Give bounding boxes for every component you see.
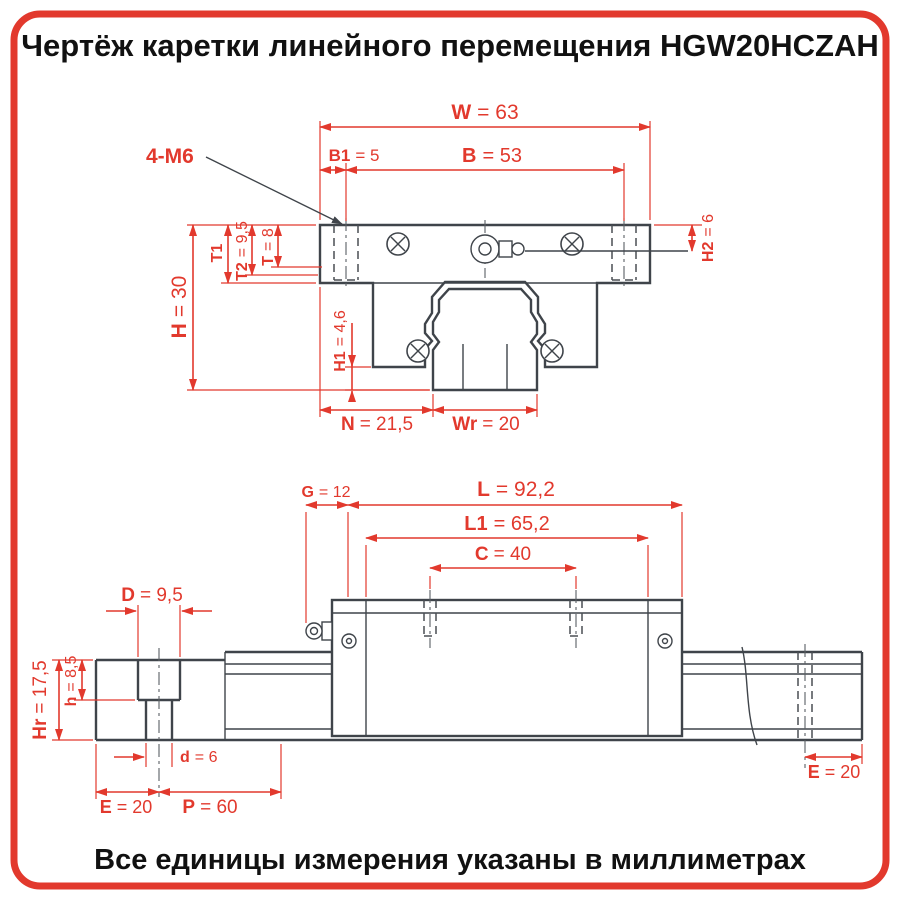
dim-h2: H2= 6 [654,214,717,262]
rail-profile [431,287,539,392]
dim-wr-label: Wr= 20 [452,414,520,435]
page-title: Чертёж каретки линейного перемещения HGW… [21,28,878,63]
carriage-front-outline [318,223,652,369]
dim-d-hole-label: d= 6 [180,749,218,766]
dim-h-depth: h= 8,5 [63,655,135,706]
side-view-part [94,590,864,797]
dim-h-label: H= 30 [168,276,191,339]
screw-icon [386,232,410,256]
dim-t-label: T= 8 [260,228,277,266]
dim-d-counterbore: D= 9,5 [106,585,212,657]
cap-screw-icon [657,633,673,649]
dim-d-counterbore-label: D= 9,5 [121,585,183,606]
dim-d-hole: d= 6 [114,743,218,767]
dim-h2-label: H2= 6 [700,214,717,262]
front-view-part [318,218,688,392]
dim-t1: T1 [209,224,316,284]
cap-screw-icon [341,633,357,649]
page-border [10,10,890,890]
dim-e-left-label: E= 20 [100,797,153,817]
dim-l: L= 92,2 [347,478,683,597]
dim-p-label: P= 60 [182,797,237,818]
dim-w-label: W= 63 [451,101,518,124]
threaded-hole-left [333,218,359,288]
dim-wr: Wr= 20 [432,394,538,435]
screw-icon [540,339,564,363]
thread-note-leader [205,156,343,225]
carriage-side-outline [330,598,684,738]
screw-icon [406,339,430,363]
dim-h-depth-label: h= 8,5 [63,655,80,706]
mount-hole-hidden [423,590,437,648]
carriage-side [305,590,684,738]
front-view: W= 63 B1= 5 B= 53 4-M6 H= 30 [146,101,717,435]
break-line [741,646,758,746]
dim-t2: T2= 9,5 [234,221,318,281]
thread-note: 4-M6 [146,145,343,225]
grease-nipple-front [470,220,688,278]
dim-h1-label: H1= 4,6 [332,310,349,372]
dim-p: P= 60 [158,744,282,818]
dim-n: N= 21,5 [319,287,434,435]
dim-e-left: E= 20 [95,744,160,817]
dim-b: B= 53 [345,145,625,221]
dim-t: T= 8 [260,224,322,268]
rail-side [96,644,864,768]
thread-note-label: 4-M6 [146,145,194,168]
dim-t1-label: T1 [209,244,226,263]
dim-l1-label: L1= 65,2 [464,513,550,535]
dim-hr-label: Hr= 17,5 [30,660,51,739]
side-view: G= 12 L= 92,2 L1= 65,2 C= 40 [30,478,864,818]
dim-t2-label: T2= 9,5 [234,221,251,281]
rail-section-block [94,648,226,797]
dim-b1-label: B1= 5 [329,146,380,165]
grease-nipple-side [305,621,333,641]
dim-l-label: L= 92,2 [477,478,555,501]
dim-g-label: G= 12 [301,484,350,501]
mount-hole-hidden [569,590,583,648]
threaded-hole-right [611,218,637,288]
dim-c-label: C= 40 [475,544,531,565]
dim-l1: L1= 65,2 [365,513,649,597]
dim-hr: Hr= 17,5 [30,659,93,741]
dim-b-label: B= 53 [462,145,522,167]
dim-g: G= 12 [301,484,351,623]
dim-e-right: E= 20 [804,744,863,782]
dim-h: H= 30 [168,224,430,391]
dim-h1: H1= 4,6 [332,310,429,402]
dim-c: C= 40 [429,544,577,589]
dim-w: W= 63 [319,101,651,220]
footer-note: Все единицы измерения указаны в миллимет… [94,844,806,876]
dim-e-right-label: E= 20 [808,762,861,782]
dim-b1: B1= 5 [319,146,380,174]
dim-n-label: N= 21,5 [341,414,413,435]
